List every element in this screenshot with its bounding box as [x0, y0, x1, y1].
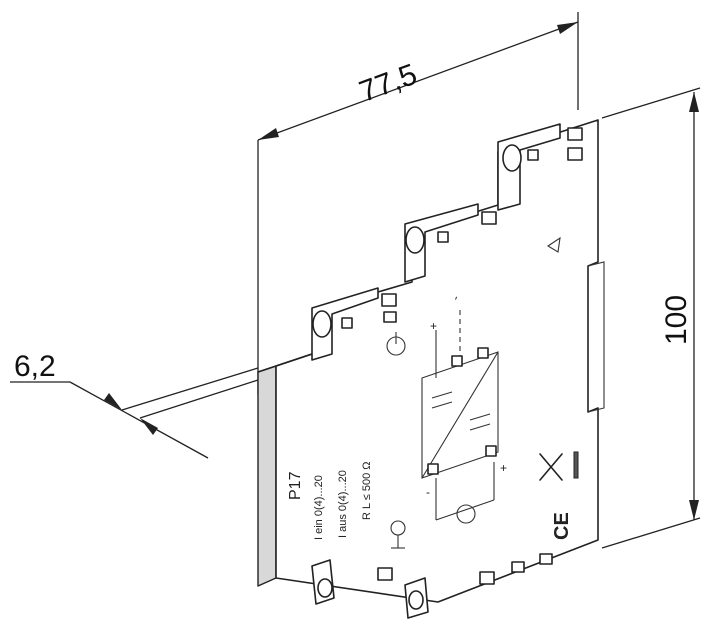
thickness-extension-a — [121, 367, 259, 411]
width-dimension-line — [257, 21, 579, 141]
screw-middle — [405, 226, 425, 254]
height-label: 100 — [660, 295, 693, 345]
terminal-clamp-bottom — [311, 553, 553, 619]
height-extension-bottom — [601, 517, 701, 549]
height-extension-top — [601, 87, 701, 119]
thickness-extension-b — [139, 379, 259, 419]
terminal-clamp-lower — [311, 287, 397, 361]
output-range-label: I aus 0(4)...20 — [337, 470, 349, 538]
width-label: 77,5 — [355, 58, 421, 109]
spec-text-block: P17 I ein 0(4)...20 I aus 0(4)...20 R L … — [287, 462, 373, 541]
isolation-schematic — [421, 310, 499, 524]
terminal-clamp-middle — [404, 203, 497, 283]
width-arrow-right — [557, 22, 578, 34]
module-side-face — [257, 365, 277, 587]
output-load-symbol — [456, 504, 476, 524]
terminal-hole-upper-b — [567, 147, 583, 161]
thickness-arrow-a — [104, 393, 122, 410]
ce-mark: CE — [551, 512, 573, 540]
terminal-hole-upper-a — [567, 127, 583, 141]
input-range-label: I ein 0(4)...20 — [313, 475, 325, 540]
terminal-hole-middle-b — [437, 231, 449, 243]
screw-lower — [312, 310, 332, 338]
terminal-clamp-upper — [497, 123, 583, 211]
height-arrow-top — [689, 92, 699, 112]
bottom-hole-b — [479, 571, 495, 585]
thickness-dimension: 6,2 — [10, 350, 259, 459]
terminal-hole-lower-a — [381, 293, 397, 307]
terminal-hole-lower-c — [341, 317, 353, 329]
ground-symbol-icon — [390, 520, 406, 549]
weee-bin-icon — [539, 451, 579, 481]
power-icon — [386, 332, 406, 356]
model-label: P17 — [287, 471, 304, 500]
plus-top-label: + — [430, 319, 437, 333]
height-arrow-bottom — [689, 500, 699, 520]
bottom-hole-d — [539, 553, 553, 565]
thickness-leader — [69, 381, 209, 459]
bottom-hole-c — [511, 561, 525, 573]
minus-top-label: - — [448, 294, 463, 303]
height-dimension: 100 — [601, 87, 701, 549]
minus-bottom-label: - — [426, 485, 430, 499]
load-label: R L ≤ 500 Ω — [361, 462, 373, 521]
terminal-hole-middle-a — [481, 211, 497, 225]
terminal-hole-upper-c — [527, 149, 539, 161]
width-arrow-left — [258, 128, 279, 140]
warning-triangle-icon — [546, 236, 561, 253]
bottom-hole-a — [377, 567, 393, 581]
thickness-label: 6,2 — [14, 350, 56, 383]
plus-bottom-label: + — [500, 461, 507, 475]
terminal-hole-lower-b — [383, 311, 397, 323]
thickness-arrow-b — [140, 418, 158, 435]
front-markings: + - + - P17 I ein 0(4)...20 I aus 0(4)..… — [287, 236, 579, 549]
screw-upper — [502, 144, 522, 172]
side-notch — [587, 261, 605, 413]
